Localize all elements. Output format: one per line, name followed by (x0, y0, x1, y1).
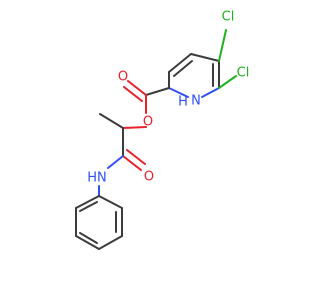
phenyl-bond-1 (98, 195, 123, 209)
oxygen-label-ester: O (143, 115, 153, 130)
bond-c2-c3 (168, 53, 192, 73)
amine-label-amide: HN (87, 171, 107, 186)
pyrrole-ring (168, 53, 220, 98)
oxygen-label-carbonyl-ester: O (118, 70, 128, 85)
phenyl-bond-3 (98, 235, 123, 250)
hydrogen-label-pyrrole: H (178, 95, 188, 110)
bond-c3-c3-double (173, 60, 193, 77)
bond-c4-cl (218, 29, 227, 62)
bond-c3-c4 (190, 53, 220, 62)
bond-amide-o-double-2 (126, 149, 146, 165)
atom-labels: Cl Cl O O N H O HN (87, 10, 249, 186)
chemical-structure-diagram: Cl Cl O O N H O HN (75, 10, 249, 250)
bond-carbonyl-o-double-1 (127, 80, 147, 96)
bond-c5-cl (218, 75, 237, 89)
bond-o-ch (122, 126, 147, 129)
bond-amide-o-double-1 (122, 155, 142, 171)
phenyl-bond-6 (75, 195, 100, 209)
bond-c2-carbonyl (145, 87, 170, 96)
bond-n1-c2 (168, 87, 189, 98)
bond-amide-c-n (107, 155, 124, 169)
phenyl-double-2 (79, 232, 98, 244)
phenyl-ring (75, 195, 123, 250)
chlorine-label-right: Cl (237, 66, 250, 81)
bond-carbonyl-o-double-2 (123, 86, 143, 102)
nitrogen-label-pyrrole: N (191, 94, 201, 109)
chlorine-substituents (218, 29, 237, 89)
oxygen-label-amide: O (144, 170, 154, 185)
bond-c5-n1 (201, 87, 220, 98)
ester-group (122, 80, 170, 129)
side-chain (98, 113, 146, 197)
chlorine-label-top: Cl (222, 10, 235, 25)
phenyl-double-3 (79, 201, 98, 212)
bond-ch-methyl (99, 113, 124, 129)
phenyl-bond-4 (75, 235, 100, 250)
